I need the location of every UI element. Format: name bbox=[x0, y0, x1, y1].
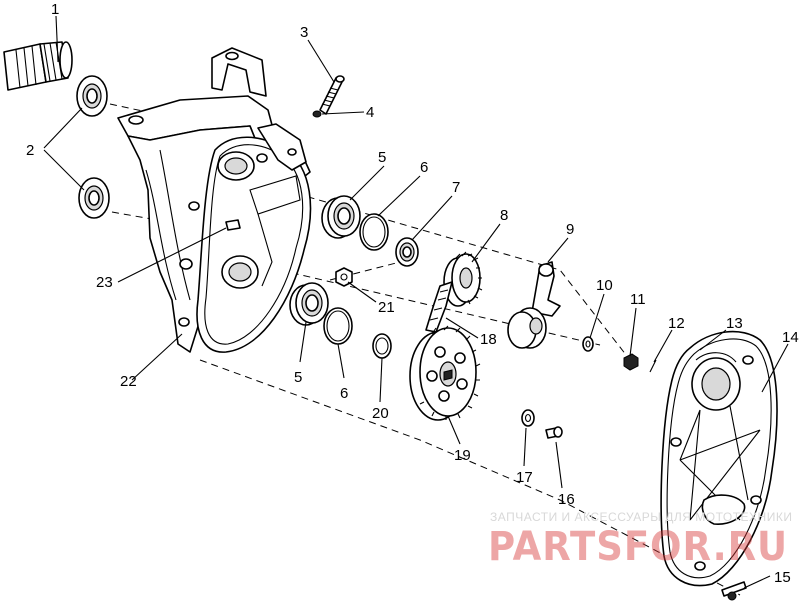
part-5-bearing-lower bbox=[289, 282, 329, 326]
callout-13: 13 bbox=[726, 315, 743, 332]
part-6-o-ring-upper bbox=[359, 213, 389, 251]
watermark: ЗАПЧАСТИ И АКСЕССУАРЫ ДЛЯ МОТОТЕХНИКИ PA… bbox=[488, 510, 792, 570]
part-3-bolt bbox=[319, 75, 345, 115]
part-18-chain bbox=[425, 281, 453, 333]
callout-10: 10 bbox=[596, 277, 613, 294]
part-5-bearing-upper bbox=[321, 195, 361, 239]
part-13-cover-seal bbox=[695, 352, 737, 363]
callout-23: 23 bbox=[96, 274, 113, 291]
watermark-caption: ЗАПЧАСТИ И АКСЕССУАРЫ ДЛЯ МОТОТЕХНИКИ bbox=[490, 510, 792, 524]
part-14-chaincase-cover bbox=[660, 330, 778, 587]
part-11-nut bbox=[623, 353, 639, 371]
part-4-washer bbox=[312, 110, 322, 118]
part-21-nut bbox=[335, 267, 353, 287]
part-17-washer bbox=[521, 409, 535, 427]
callout-19: 19 bbox=[454, 447, 471, 464]
part-7-seal bbox=[395, 237, 419, 267]
callout-4: 4 bbox=[366, 104, 374, 121]
callout-14: 14 bbox=[782, 329, 799, 346]
callout-5-lower: 5 bbox=[294, 369, 302, 386]
callout-5-upper: 5 bbox=[378, 149, 386, 166]
part-19-lower-sprocket bbox=[409, 325, 481, 421]
callout-6-upper: 6 bbox=[420, 159, 428, 176]
callout-numbers: 1 2 3 4 5 5 6 6 7 8 9 10 11 12 13 14 15 … bbox=[26, 1, 799, 586]
callout-1: 1 bbox=[51, 1, 59, 18]
part-15-cover-bolt bbox=[721, 581, 747, 601]
callout-22: 22 bbox=[120, 373, 137, 390]
part-9-tensioner-arm bbox=[507, 261, 561, 349]
part-2-seal-upper bbox=[76, 75, 108, 117]
watermark-brand: PARTSFOR.RU bbox=[488, 524, 788, 570]
callout-9: 9 bbox=[566, 221, 574, 238]
callout-12: 12 bbox=[668, 315, 685, 332]
part-16-bolt bbox=[545, 426, 563, 439]
callout-16: 16 bbox=[558, 491, 575, 508]
part-22-chaincase-housing bbox=[117, 47, 312, 353]
callout-2: 2 bbox=[26, 142, 34, 159]
callout-15: 15 bbox=[774, 569, 791, 586]
part-23-dowel-pin bbox=[225, 219, 241, 231]
part-10-washer bbox=[582, 336, 594, 352]
part-1-input-shaft bbox=[3, 41, 73, 91]
callout-11: 11 bbox=[630, 291, 646, 308]
part-12-cotter-pin bbox=[649, 359, 657, 373]
part-8-upper-sprocket bbox=[443, 251, 483, 307]
part-20-spacer bbox=[372, 333, 392, 359]
part-6-o-ring-lower bbox=[323, 307, 353, 345]
callout-20: 20 bbox=[372, 405, 389, 422]
callout-21: 21 bbox=[378, 299, 395, 316]
part-2-seal-lower bbox=[78, 177, 110, 219]
callout-18: 18 bbox=[480, 331, 497, 348]
leader-lines bbox=[43, 15, 789, 589]
callout-6-lower: 6 bbox=[340, 385, 348, 402]
callout-3: 3 bbox=[300, 24, 308, 41]
callout-7: 7 bbox=[452, 179, 460, 196]
callout-17: 17 bbox=[516, 469, 533, 486]
callout-8: 8 bbox=[500, 207, 508, 224]
